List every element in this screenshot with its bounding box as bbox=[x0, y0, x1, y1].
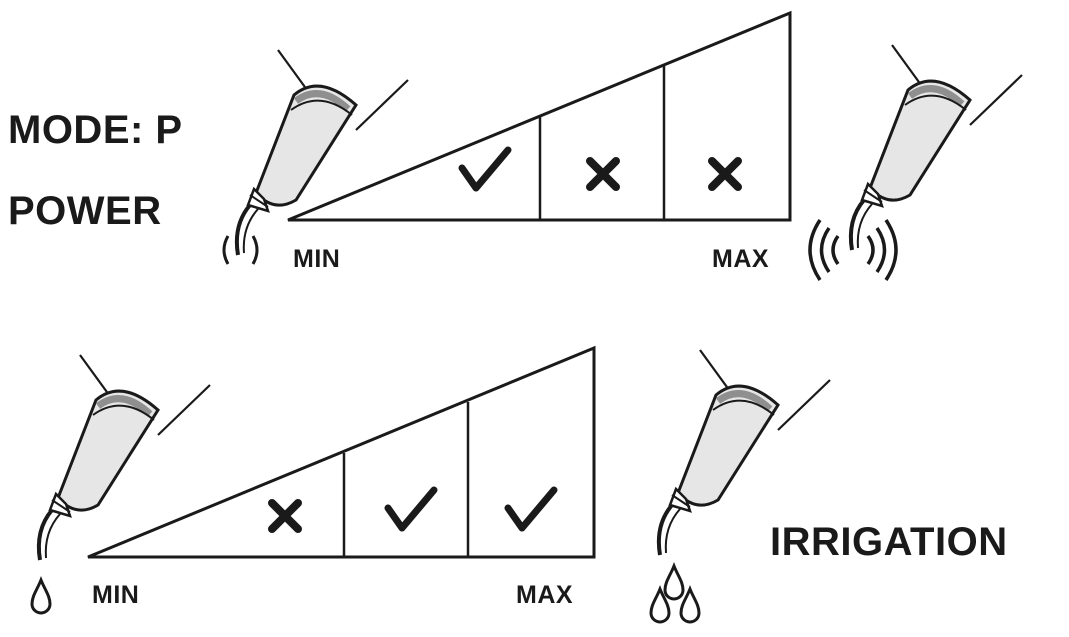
power-triangle-scale bbox=[287, 10, 792, 222]
irrigation-segment-marks bbox=[268, 486, 558, 533]
power-title: POWER bbox=[8, 189, 162, 233]
mode-label: MODE: P bbox=[8, 108, 183, 152]
irrigation-max-label: MAX bbox=[516, 581, 574, 609]
irrigation-triangle-scale bbox=[87, 345, 596, 559]
power-min-label: MIN bbox=[293, 245, 341, 273]
weak-vibration-icon bbox=[222, 235, 259, 265]
check-mark-icon bbox=[504, 486, 558, 532]
handpiece-icon bbox=[659, 350, 830, 555]
handpiece-icon bbox=[39, 355, 210, 560]
power-max-label: MAX bbox=[712, 245, 770, 273]
single-drop-icon bbox=[30, 578, 52, 615]
cross-mark-icon bbox=[268, 499, 302, 533]
power-segment-marks bbox=[458, 146, 742, 192]
cross-mark-icon bbox=[708, 157, 742, 191]
handpiece-icon bbox=[237, 50, 408, 255]
irrigation-title: IRRIGATION bbox=[770, 520, 1008, 564]
irrigation-min-label: MIN bbox=[92, 581, 140, 609]
multi-drop-icon bbox=[649, 564, 701, 624]
cross-mark-icon bbox=[586, 157, 620, 191]
check-mark-icon bbox=[384, 486, 438, 532]
strong-vibration-icon bbox=[808, 219, 898, 281]
handpiece-icon bbox=[851, 45, 1022, 250]
check-mark-icon bbox=[458, 146, 512, 192]
